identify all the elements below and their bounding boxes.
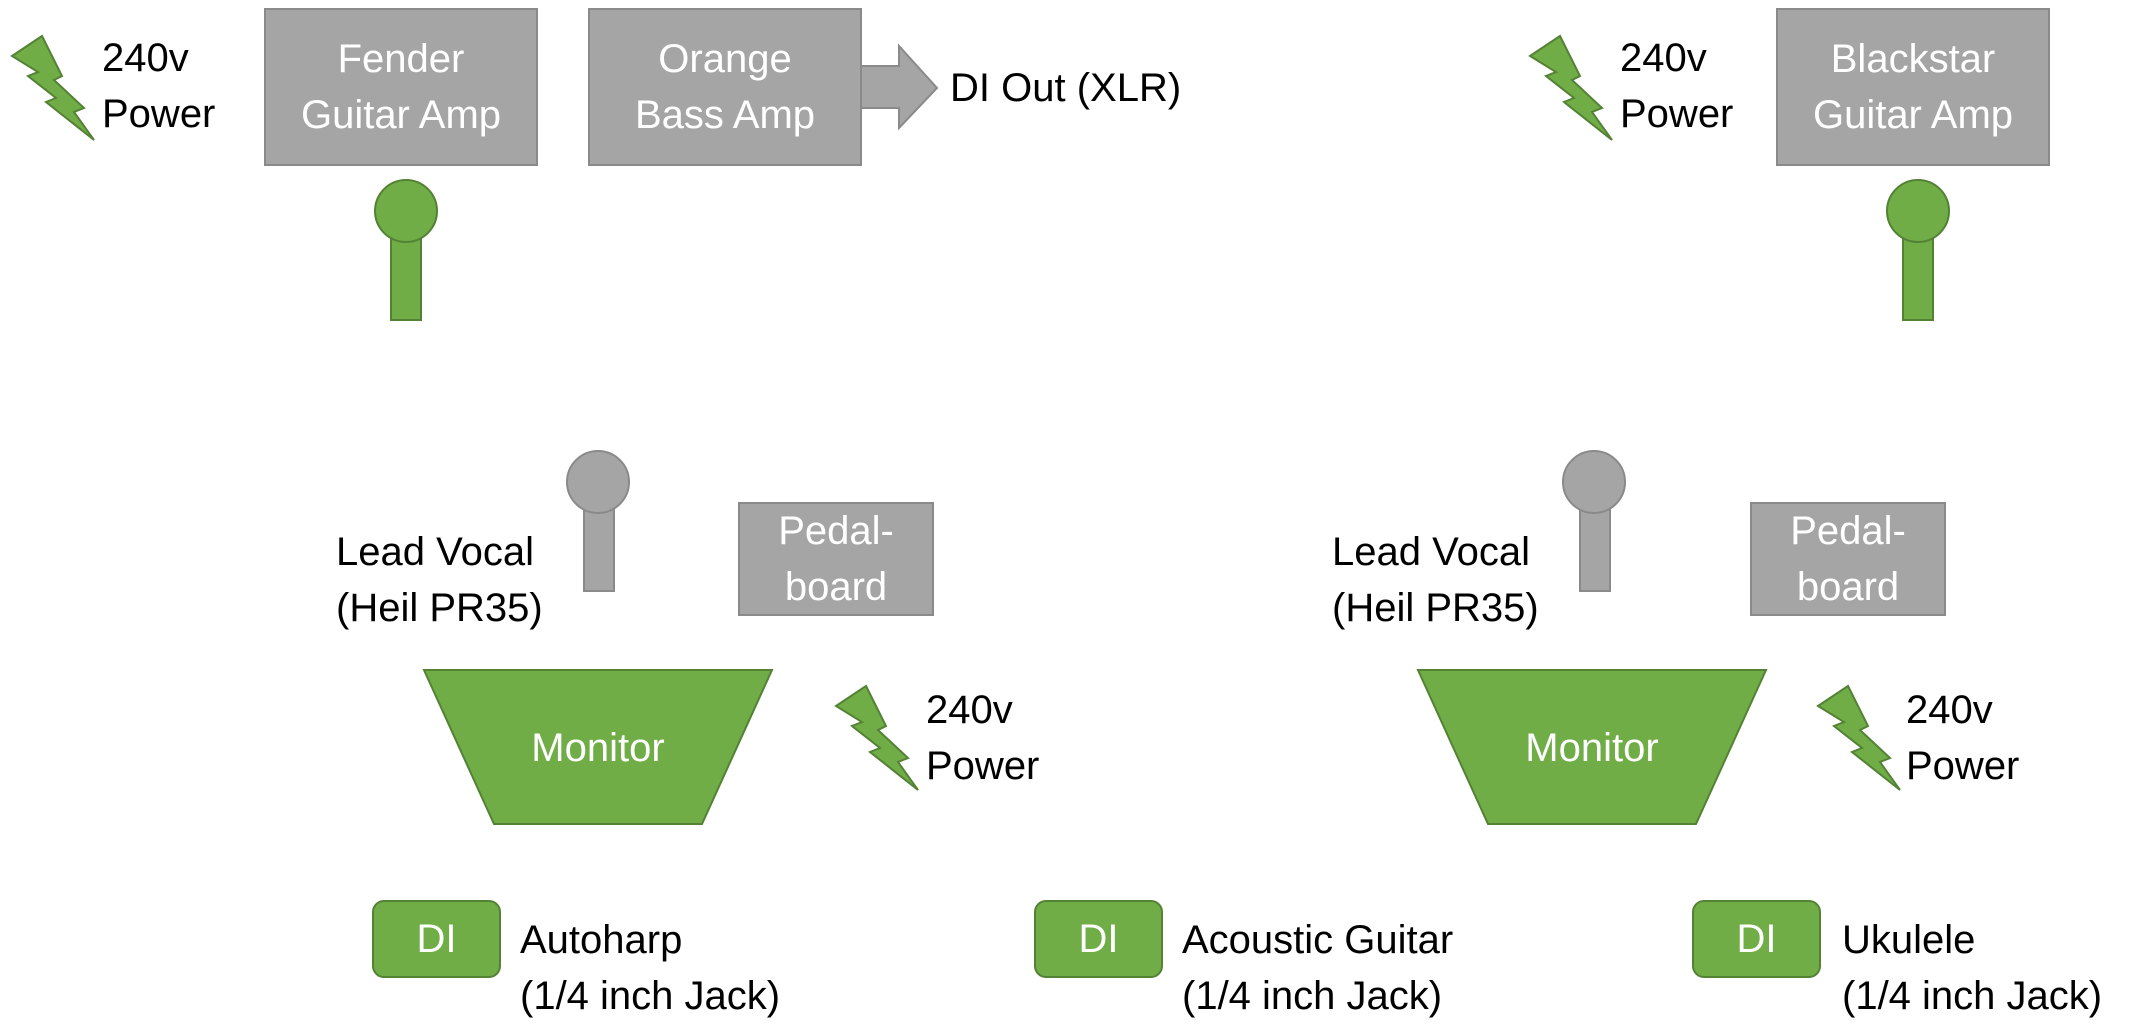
vocal-microphone-icon [1562,450,1626,592]
instrument-label-autoharp: Autoharp(1/4 inch Jack) [520,918,781,1018]
lead-vocal-label: Lead Vocal(Heil PR35) [336,530,543,630]
microphone-icon [374,179,438,321]
monitor-label: Monitor [531,726,665,770]
instrument-label-ukulele: Ukulele(1/4 inch Jack) [1842,918,2103,1018]
power-bolt-icon [10,34,95,141]
di-box: DI [1034,900,1163,978]
instrument-label-acoustic-guitar: Acoustic Guitar(1/4 inch Jack) [1182,918,1454,1018]
di-box: DI [1692,900,1821,978]
monitor-wedge [1416,669,1768,825]
power-bolt-icon [834,684,919,791]
di-out-arrow [860,43,939,131]
pedalboard: Pedal-board [1750,502,1946,616]
lead-vocal-label: Lead Vocal(Heil PR35) [1332,530,1539,630]
monitor-wedge [422,669,774,825]
power-bolt-icon [1528,34,1613,141]
power-bolt-icon [1816,684,1901,791]
monitor-label: Monitor [1525,726,1659,770]
microphone-icon [1886,179,1950,321]
pedalboard: Pedal-board [738,502,934,616]
vocal-microphone-icon [566,450,630,592]
di-box: DI [372,900,501,978]
di-out-label: DI Out (XLR) [950,66,1182,110]
